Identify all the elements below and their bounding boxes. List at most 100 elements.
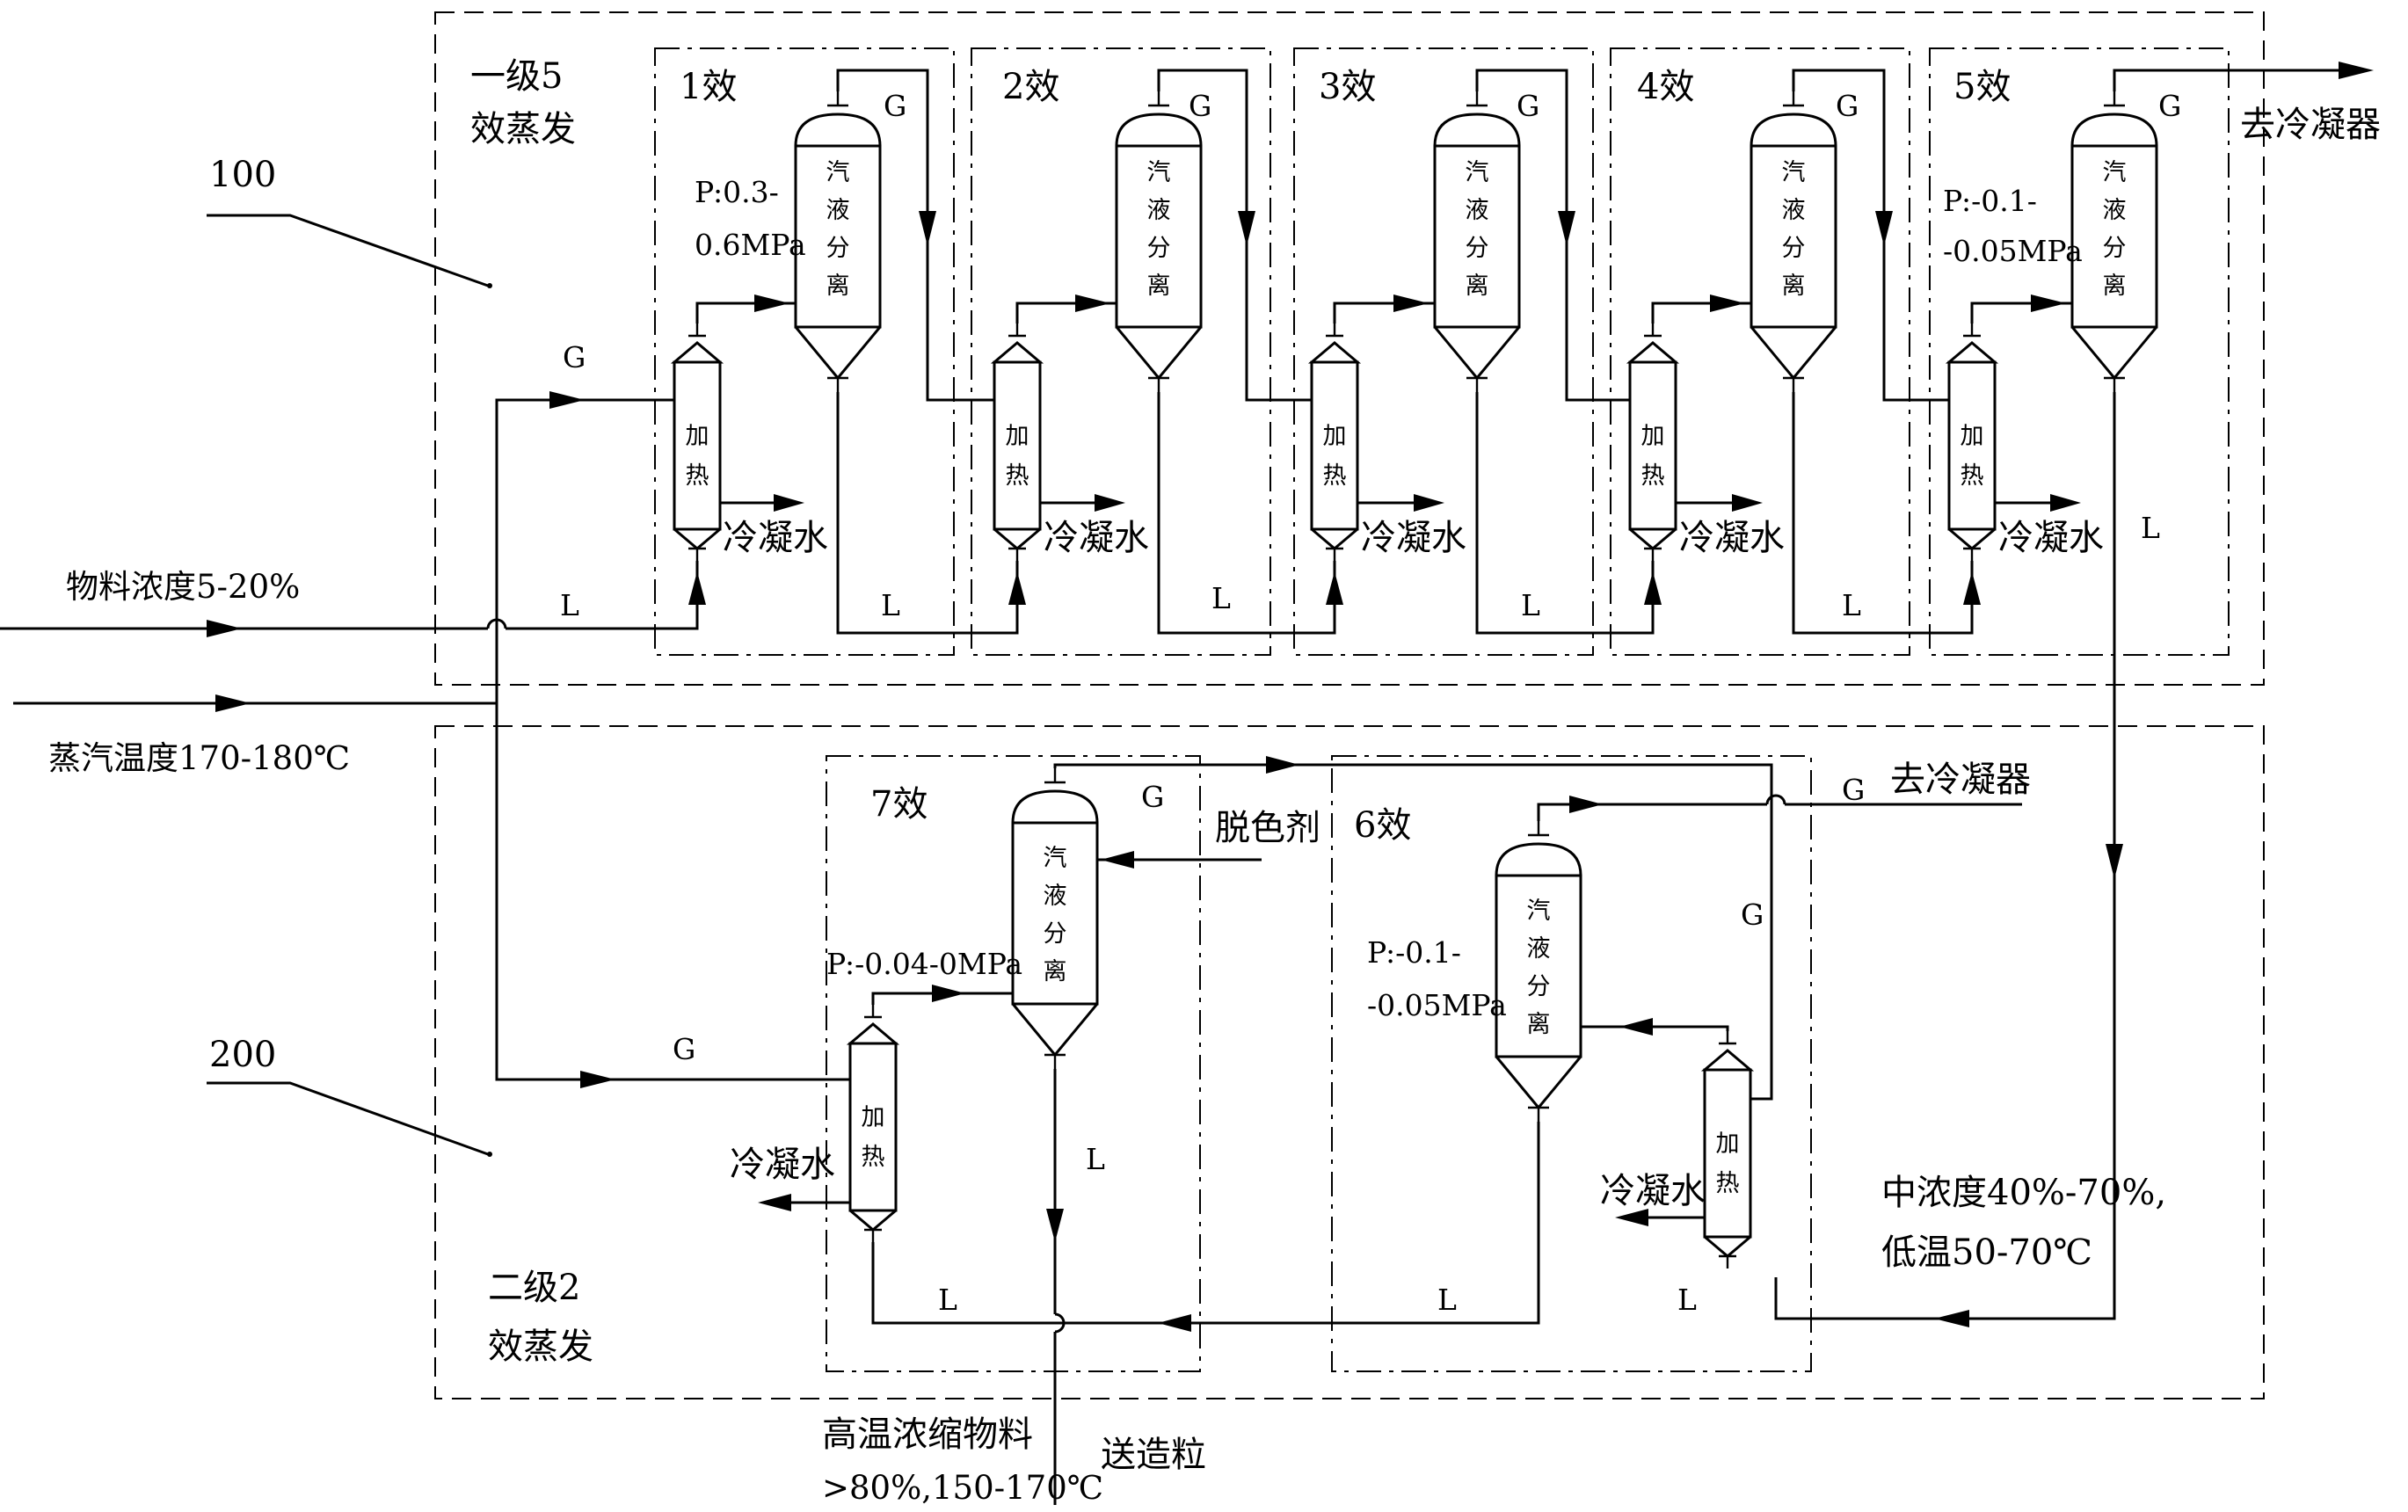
svg-text:液: 液 — [1466, 197, 1489, 224]
effect5-frame — [1929, 47, 2230, 656]
svg-text:热: 热 — [1323, 462, 1347, 490]
feed-label: 物料浓度5-20% — [66, 568, 300, 606]
svg-text:加: 加 — [1323, 423, 1347, 450]
effect6-frame — [1331, 755, 1812, 1372]
stage1-frame — [434, 11, 2265, 686]
condensate-label: 冷凝水 — [1998, 518, 2104, 558]
gas-label: G — [1189, 89, 1211, 123]
effect2-frame — [971, 47, 1271, 656]
pressure-e6: P:-0.1- — [1367, 935, 1461, 970]
gas-label: G — [2158, 89, 2181, 123]
steam-to-e1 — [495, 398, 674, 703]
pressure-e6: -0.05MPa — [1367, 988, 1507, 1022]
effect7-frame — [826, 755, 1201, 1372]
svg-text:汽: 汽 — [1466, 159, 1489, 186]
separator-e6 — [1495, 819, 1582, 1123]
svg-text:离: 离 — [1527, 1011, 1551, 1038]
effect5-name: 5效 — [1953, 67, 2011, 107]
steam-to-e7 — [495, 703, 850, 1081]
svg-text:分: 分 — [826, 235, 850, 262]
effect1-name: 1效 — [680, 67, 737, 107]
effect4-name: 4效 — [1637, 67, 1694, 107]
gas-label: G — [1842, 773, 1865, 807]
svg-text:离: 离 — [1782, 273, 1806, 300]
svg-text:液: 液 — [826, 197, 850, 224]
svg-text:热: 热 — [862, 1144, 885, 1171]
ref200-leader — [207, 1081, 489, 1156]
svg-text:离: 离 — [1044, 958, 1067, 985]
mid-concentration-label: 低温50-70℃ — [1881, 1232, 2092, 1273]
decolorant-label: 脱色剂 — [1215, 808, 1320, 848]
svg-text:热: 热 — [686, 462, 709, 490]
stage2-label: 效蒸发 — [488, 1327, 593, 1367]
condensate-label: 冷凝水 — [1361, 518, 1466, 558]
svg-text:加: 加 — [1961, 423, 1984, 450]
effect2-name: 2效 — [1002, 67, 1059, 107]
stage2-frame — [434, 725, 2265, 1399]
svg-text:离: 离 — [826, 273, 850, 300]
svg-text:离: 离 — [1466, 273, 1489, 300]
liquid-label: L — [938, 1283, 957, 1317]
ref100-leader — [207, 214, 489, 287]
svg-text:分: 分 — [1147, 235, 1171, 262]
svg-text:分: 分 — [2103, 235, 2127, 262]
effect3-frame — [1293, 47, 1594, 656]
svg-text:分: 分 — [1527, 973, 1551, 1000]
effect7-name: 7效 — [870, 784, 928, 825]
separator-texts: 汽 液 分 离 汽 液 分 离 汽 液 分 离 汽 液 分 离 汽 液 分 离 … — [826, 159, 2127, 1038]
granulation-label: 送造粒 — [1101, 1435, 1206, 1475]
hot-concentrate-label: >80%,150-170℃ — [822, 1469, 1103, 1507]
svg-text:分: 分 — [1044, 920, 1067, 948]
svg-text:热: 热 — [1006, 462, 1029, 490]
liquid-label: L — [1677, 1283, 1697, 1317]
condensate-label: 冷凝水 — [1044, 518, 1149, 558]
gas-label: G — [1141, 780, 1164, 814]
svg-text:汽: 汽 — [1147, 159, 1171, 186]
svg-text:加: 加 — [1006, 423, 1029, 450]
stage1-label: 一级5 — [470, 56, 563, 97]
liquid-label: L — [1842, 588, 1861, 622]
pressure-e1: 0.6MPa — [695, 228, 806, 262]
svg-text:热: 热 — [1961, 462, 1984, 490]
ref-200: 200 — [209, 1035, 276, 1075]
stage2-label: 二级2 — [488, 1268, 580, 1308]
effect1-frame — [654, 47, 955, 656]
svg-text:分: 分 — [1466, 235, 1489, 262]
svg-text:汽: 汽 — [1527, 898, 1551, 925]
gas-label: G — [1741, 898, 1764, 932]
ref-100: 100 — [209, 155, 276, 195]
pressure-e5: -0.05MPa — [1943, 234, 2083, 268]
pressure-e7: P:-0.04-0MPa — [826, 947, 1022, 981]
svg-text:液: 液 — [1782, 197, 1806, 224]
gas-label: G — [563, 340, 586, 374]
gas-label: G — [884, 89, 906, 123]
svg-text:热: 热 — [1641, 462, 1665, 490]
gas-label: G — [1836, 89, 1859, 123]
svg-text:加: 加 — [862, 1104, 885, 1131]
svg-text:离: 离 — [2103, 273, 2127, 300]
svg-text:液: 液 — [1147, 197, 1171, 224]
svg-text:液: 液 — [1527, 935, 1551, 963]
svg-text:分: 分 — [1782, 235, 1806, 262]
svg-text:加: 加 — [1641, 423, 1665, 450]
effect4-frame — [1610, 47, 1910, 656]
svg-text:汽: 汽 — [826, 159, 850, 186]
effect3-name: 3效 — [1319, 67, 1376, 107]
svg-text:热: 热 — [1716, 1170, 1740, 1197]
effect6-name: 6效 — [1354, 805, 1411, 846]
liquid-label: L — [2141, 511, 2160, 545]
liquid-label: L — [1211, 581, 1231, 615]
condenser-label-mid: 去冷凝器 — [1890, 760, 2031, 800]
svg-text:液: 液 — [2103, 197, 2127, 224]
liquid-label: L — [881, 588, 900, 622]
condensate-label: 冷凝水 — [1600, 1171, 1706, 1211]
svg-text:离: 离 — [1147, 273, 1171, 300]
feed-to-e1 — [506, 561, 699, 630]
separator-e7 — [1011, 767, 1099, 1071]
svg-text:汽: 汽 — [2103, 159, 2127, 186]
condensate-label: 冷凝水 — [1679, 518, 1785, 558]
svg-text:加: 加 — [686, 423, 709, 450]
svg-text:汽: 汽 — [1782, 159, 1806, 186]
mid-concentration-label: 中浓度40%-70%, — [1881, 1173, 2166, 1213]
